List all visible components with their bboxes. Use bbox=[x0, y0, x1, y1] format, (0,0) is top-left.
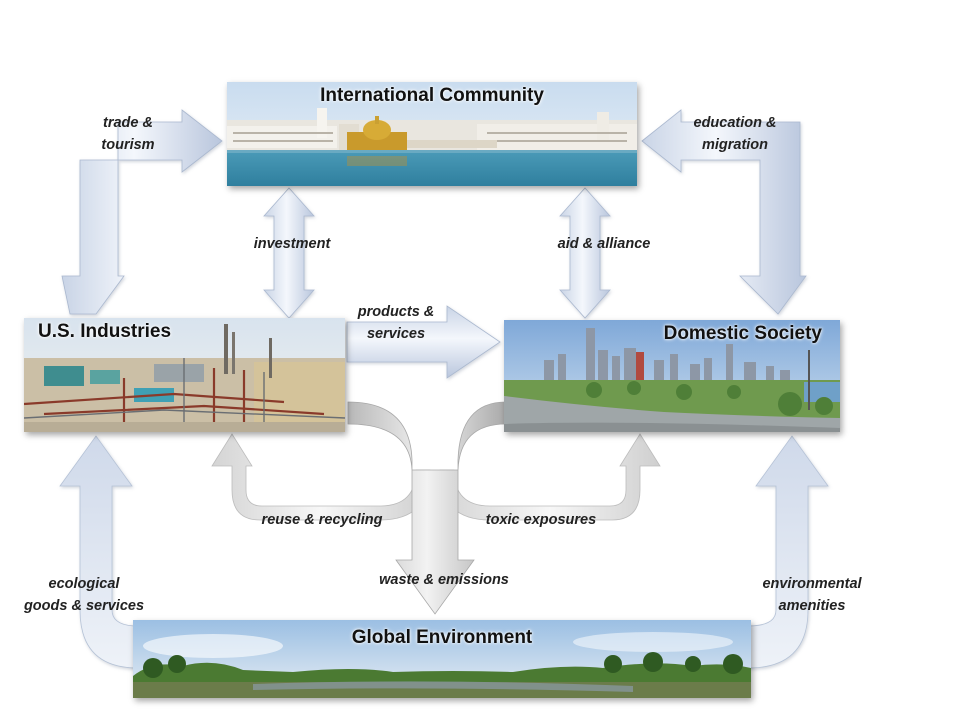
reuse-recycling-label: reuse & recycling bbox=[261, 512, 383, 528]
city-photo bbox=[504, 320, 840, 432]
investment-label: investment bbox=[253, 236, 331, 252]
ecological-goods-label-line2: goods & services bbox=[23, 598, 145, 614]
us-industries-title: U.S. Industries bbox=[38, 321, 172, 342]
global-environment-node: Global Environment bbox=[133, 620, 751, 698]
environmental-amenities-label: environmental amenities bbox=[744, 573, 880, 617]
aid-alliance-label: aid & alliance bbox=[557, 236, 651, 252]
trade-tourism-label-line1: trade & bbox=[103, 115, 153, 131]
ecological-goods-arrow bbox=[59, 435, 139, 669]
trade-tourism-label: trade & tourism bbox=[86, 112, 170, 156]
aid-alliance-arrow bbox=[559, 187, 611, 319]
temple-photo bbox=[227, 82, 637, 186]
environmental-amenities-label-line1: environmental bbox=[762, 576, 862, 592]
domestic-society-title: Domestic Society bbox=[663, 323, 822, 344]
education-migration-arrow bbox=[641, 109, 807, 315]
ecological-goods-label-line1: ecological bbox=[48, 576, 120, 592]
products-services-arrow bbox=[346, 305, 501, 379]
ecological-goods-label: ecological goods & services bbox=[12, 573, 156, 617]
products-services-label-line2: services bbox=[366, 326, 426, 342]
refinery-photo bbox=[24, 318, 345, 432]
education-migration-label-line2: migration bbox=[701, 137, 769, 153]
trade-tourism-arrow bbox=[61, 109, 223, 315]
education-migration-label-line1: education & bbox=[693, 115, 777, 131]
international-community-node: International Community bbox=[227, 82, 637, 186]
landscape-photo bbox=[133, 620, 751, 698]
us-industries-node: U.S. Industries bbox=[24, 318, 345, 432]
products-services-label: products & services bbox=[346, 301, 446, 345]
waste-emissions-label: waste & emissions bbox=[379, 572, 509, 588]
environmental-amenities-label-line2: amenities bbox=[778, 598, 846, 614]
products-services-label-line1: products & bbox=[357, 304, 435, 320]
toxic-exposures-arrow bbox=[439, 433, 661, 521]
reuse-recycling-arrow bbox=[211, 433, 431, 521]
education-migration-label: education & migration bbox=[680, 112, 790, 156]
trade-tourism-label-line2: tourism bbox=[101, 137, 155, 153]
environmental-amenities-arrow bbox=[747, 435, 829, 669]
toxic-exposures-label: toxic exposures bbox=[485, 512, 597, 528]
waste-emissions-arrow bbox=[347, 401, 507, 615]
international-community-title: International Community bbox=[320, 85, 544, 106]
global-environment-title: Global Environment bbox=[351, 627, 533, 648]
domestic-society-node: Domestic Society bbox=[504, 320, 840, 432]
